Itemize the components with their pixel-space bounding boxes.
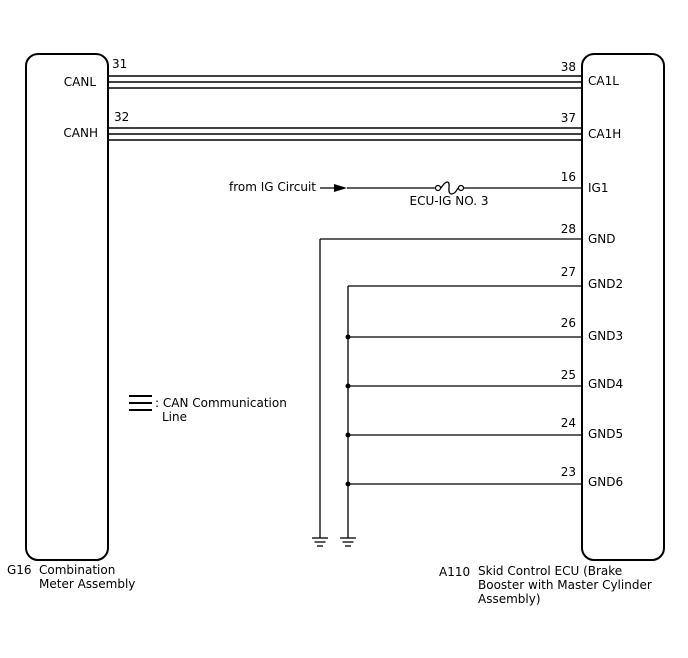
pin-number-31: 31 (112, 57, 127, 71)
ig-wire (320, 181, 582, 195)
fuse-label: ECU-IG NO. 3 (410, 194, 489, 208)
combination-meter-box (25, 53, 109, 561)
pin-number-37: 37 (561, 111, 576, 125)
pin-number-32: 32 (114, 110, 129, 124)
pin-number-24: 24 (561, 416, 576, 430)
left-component-code: G16 (7, 563, 32, 577)
right-component-code: A110 (439, 565, 470, 579)
pin-label-canl: CANL (64, 75, 97, 89)
arrow-icon (334, 184, 347, 192)
legend-text-line2: Line (162, 410, 187, 424)
pin-label-gnd5: GND5 (588, 427, 623, 441)
right-component-name-line1: Skid Control ECU (Brake (478, 564, 622, 578)
can-line-legend-icon (129, 395, 152, 411)
fuse-terminal-icon (457, 184, 465, 192)
pin-label-gnd2: GND2 (588, 277, 623, 291)
pin-label-gnd: GND (588, 232, 616, 246)
skid-control-ecu-box (581, 53, 665, 561)
pin-label-ca1l: CA1L (588, 74, 619, 88)
pin-number-26: 26 (561, 316, 576, 330)
junction-dot-icon (345, 383, 351, 389)
pin-label-canh: CANH (63, 126, 98, 140)
pin-number-27: 27 (561, 265, 576, 279)
fuse-terminal-icon (434, 184, 442, 192)
can-l-wire (108, 75, 582, 89)
pin-label-gnd6: GND6 (588, 475, 623, 489)
pin-number-28: 28 (561, 222, 576, 236)
junction-dot-icon (345, 481, 351, 487)
right-component-name-line2: Booster with Master Cylinder (478, 578, 652, 592)
pin-label-ig1: IG1 (588, 181, 608, 195)
junction-dot-icon (345, 432, 351, 438)
pin-number-23: 23 (561, 465, 576, 479)
ground-icon (340, 537, 356, 547)
left-component-name-line2: Meter Assembly (39, 577, 135, 591)
gnd-bus-wires (345, 285, 582, 538)
pin-number-38: 38 (561, 60, 576, 74)
pin-number-16: 16 (561, 170, 576, 184)
right-component-name-line3: Assembly) (478, 592, 541, 606)
junction-dot-icon (345, 334, 351, 340)
ground-icon (312, 537, 328, 547)
ig-source-label: from IG Circuit (229, 180, 316, 194)
pin-label-gnd4: GND4 (588, 377, 623, 391)
can-h-wire (108, 127, 582, 141)
pin-label-gnd3: GND3 (588, 329, 623, 343)
pin-label-ca1h: CA1H (588, 127, 621, 141)
left-component-name-line1: Combination (39, 563, 115, 577)
pin-number-25: 25 (561, 368, 576, 382)
gnd-wire (319, 238, 582, 538)
legend-text-line1: : CAN Communication (155, 396, 287, 410)
fuse-icon (440, 181, 459, 195)
